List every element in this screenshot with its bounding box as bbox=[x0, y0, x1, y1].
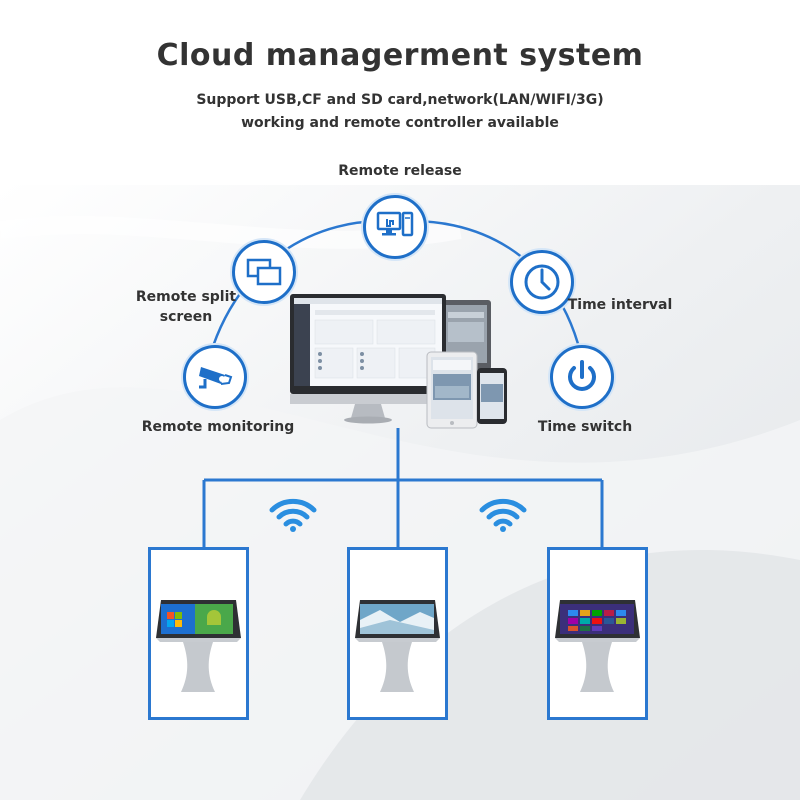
time-switch-button[interactable] bbox=[550, 345, 614, 409]
wifi-icon bbox=[269, 498, 317, 532]
remote-split-screen-label: Remote split screen bbox=[126, 287, 246, 327]
network-connector-lines bbox=[202, 428, 604, 548]
desktop-monitor bbox=[290, 294, 446, 424]
phone bbox=[477, 368, 507, 424]
kiosk-card-2[interactable] bbox=[347, 547, 448, 720]
time-switch-label: Time switch bbox=[537, 419, 633, 435]
remote-monitoring-button[interactable] bbox=[183, 345, 247, 409]
time-interval-button[interactable] bbox=[510, 250, 574, 314]
power-icon bbox=[568, 360, 596, 391]
remote-release-label: Remote release bbox=[338, 163, 462, 179]
kiosk-card-3[interactable] bbox=[547, 547, 648, 720]
page-title: Cloud managerment system bbox=[156, 38, 644, 73]
kiosk-device-3 bbox=[555, 600, 640, 692]
remote-split-screen-button[interactable] bbox=[232, 240, 296, 304]
remote-split-label-line1: Remote split bbox=[135, 289, 237, 305]
remote-monitoring-label: Remote monitoring bbox=[141, 419, 295, 435]
subtitle-line-1: Support USB,CF and SD card,network(LAN/W… bbox=[196, 92, 604, 108]
clock-icon bbox=[524, 264, 560, 300]
central-devices-group bbox=[290, 294, 507, 429]
computer-hand-icon bbox=[376, 211, 414, 237]
wifi-icon bbox=[479, 498, 527, 532]
remote-release-button[interactable] bbox=[363, 195, 427, 259]
kiosk-card-1[interactable] bbox=[148, 547, 249, 720]
split-screen-icon bbox=[246, 258, 282, 286]
time-interval-label: Time interval bbox=[567, 297, 673, 313]
remote-split-label-line2: screen bbox=[159, 309, 213, 325]
tablet-front bbox=[426, 351, 478, 429]
subtitle-line-2: working and remote controller available bbox=[241, 115, 559, 131]
cctv-camera-icon bbox=[199, 367, 233, 389]
kiosk-device-1 bbox=[156, 600, 241, 692]
kiosk-device-2 bbox=[355, 600, 440, 692]
